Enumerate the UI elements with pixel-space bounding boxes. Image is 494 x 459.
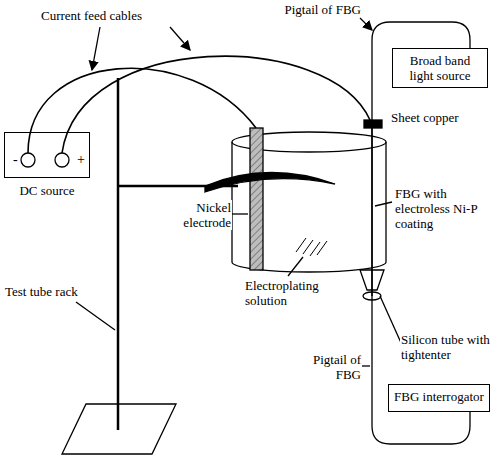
terminal-sign: - — [13, 152, 18, 167]
terminal — [55, 153, 69, 167]
terminal-sign: + — [77, 152, 85, 167]
terminal — [21, 153, 35, 167]
sheet-copper — [364, 120, 382, 128]
fiber-label: Pigtail of FBG — [283, 2, 362, 17]
leader-line — [362, 365, 370, 366]
rack-pole — [117, 78, 120, 430]
fiber-label: Pigtail of FBG — [304, 352, 362, 382]
leader-line — [375, 202, 392, 206]
clamp — [205, 172, 335, 192]
leader-line — [76, 302, 115, 330]
cable-label: Current feed cables — [40, 8, 143, 23]
part-label: Silicon tube with tightenter — [400, 332, 494, 362]
device-name: DC source — [5, 183, 89, 198]
beaker-wall — [385, 142, 386, 262]
feed-cable — [62, 56, 370, 153]
part-label: Sheet copper — [390, 110, 460, 125]
dc-source-box: -+DC source — [4, 132, 90, 178]
leader-arrow — [360, 18, 372, 30]
feed-cable — [28, 68, 256, 153]
light-source-box: Broad band light source — [392, 48, 488, 88]
interrogator-box: FBG interrogator — [388, 384, 490, 412]
part-label: Electroplating solution — [244, 278, 342, 308]
part-label: FBG with electroless Ni-P coating — [394, 186, 494, 231]
leader-line — [380, 296, 402, 345]
tightener — [363, 292, 381, 300]
fiber-pigtail — [372, 296, 470, 444]
solution-hatch — [296, 238, 327, 256]
fbg-fiber — [371, 128, 373, 296]
part-label: Nickel electrode — [168, 200, 232, 230]
leader-line — [288, 257, 303, 276]
box-label: FBG interrogator — [394, 389, 484, 404]
leader-arrow — [170, 27, 190, 50]
nickel-electrode — [250, 128, 263, 270]
part-label: Test tube rack — [4, 284, 79, 299]
leader-arrow — [92, 27, 100, 70]
leader-line — [232, 213, 248, 214]
silicon-tube — [360, 270, 384, 290]
box-label: Broad band light source — [398, 53, 482, 83]
